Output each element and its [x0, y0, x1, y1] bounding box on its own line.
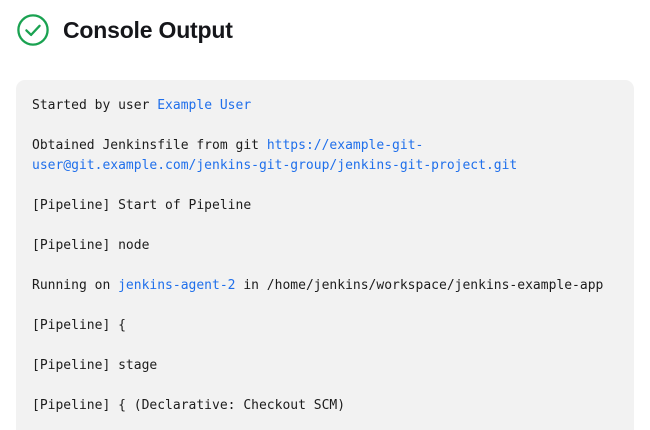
console-line-pipeline-open-brace: [Pipeline] {	[32, 316, 620, 336]
page-title: Console Output	[63, 16, 233, 43]
console-line-running-on-agent: Running on jenkins-agent-2 in /home/jenk…	[32, 276, 620, 296]
console-text: Obtained Jenkinsfile from git	[32, 138, 267, 153]
console-text: [Pipeline] Start of Pipeline	[32, 198, 252, 213]
console-output-panel[interactable]: Started by user Example User Obtained Je…	[16, 80, 634, 430]
console-link[interactable]: https://example-git-user@git.example.com…	[32, 138, 518, 173]
console-text: Running on	[32, 278, 119, 293]
check-circle-icon	[17, 14, 49, 46]
console-line-pipeline-stage: [Pipeline] stage	[32, 356, 620, 376]
console-text: [Pipeline] stage	[32, 358, 158, 373]
console-text: [Pipeline] {	[32, 318, 126, 333]
console-text: [Pipeline] node	[32, 238, 150, 253]
page-header: Console Output	[0, 0, 650, 46]
console-text: in /home/jenkins/workspace/jenkins-examp…	[235, 278, 604, 293]
console-link[interactable]: Example User	[157, 98, 252, 113]
console-line-obtained-jenkinsfile: Obtained Jenkinsfile from git https://ex…	[32, 136, 620, 176]
console-log: Started by user Example User Obtained Je…	[32, 96, 620, 430]
console-line-pipeline-declarative-checkout-scm: [Pipeline] { (Declarative: Checkout SCM)	[32, 396, 620, 416]
console-text: [Pipeline] { (Declarative: Checkout SCM)	[32, 398, 346, 413]
console-line-pipeline-start-of-pipeline: [Pipeline] Start of Pipeline	[32, 196, 620, 216]
console-text: Started by user	[32, 98, 158, 113]
console-line-pipeline-node: [Pipeline] node	[32, 236, 620, 256]
console-link[interactable]: jenkins-agent-2	[118, 278, 236, 293]
console-line-started-by-user: Started by user Example User	[32, 96, 620, 116]
